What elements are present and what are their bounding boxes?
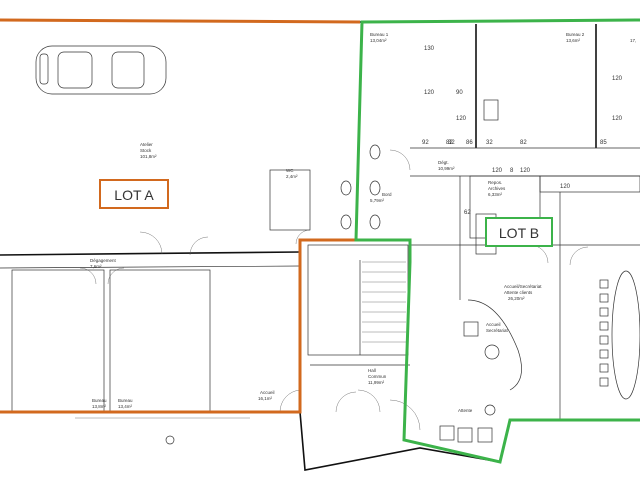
- dimension-label: 92: [422, 140, 429, 146]
- table-chair: [599, 363, 609, 373]
- table-chair: [599, 349, 609, 359]
- dimensions: 130 120 90 120 120 120 92 82 86 32 82 85…: [422, 46, 623, 216]
- stair-hall: [269, 169, 421, 431]
- room-area: 7,6m²: [90, 264, 102, 269]
- room-area: 13,6m²: [566, 38, 581, 43]
- dimension-label: 82: [446, 140, 453, 146]
- table-chair: [599, 293, 609, 303]
- room-area: 5,79m²: [370, 198, 385, 203]
- dimension-label: 85: [600, 140, 607, 146]
- room-label: Accueil/Secrétariat: [504, 284, 542, 289]
- room-area: 26,20m²: [508, 296, 525, 301]
- room-area: 10,99m²: [438, 166, 455, 171]
- room-label: Bord: [382, 192, 392, 197]
- room-label: Commun: [368, 374, 387, 379]
- room-area: 6,33m²: [488, 192, 503, 197]
- table-chair: [599, 307, 609, 317]
- table-chair: [599, 377, 609, 387]
- dimension-label: 120: [520, 168, 531, 174]
- room-area: 11,99m²: [368, 380, 385, 385]
- lot-b-boundary: [354, 18, 640, 464]
- dimension-label: 90: [456, 90, 463, 96]
- room-label: Atelier: [140, 142, 153, 147]
- room-area: 13,4m²: [118, 404, 133, 409]
- dimension-label: 8: [510, 168, 514, 174]
- dimension-label: 86: [466, 140, 473, 146]
- dimension-label: 120: [612, 116, 623, 122]
- room-area: 17,: [630, 38, 636, 43]
- dimension-label: 130: [424, 46, 435, 52]
- room-label: Hall: [368, 368, 376, 373]
- dimension-label: 32: [486, 140, 493, 146]
- room-label: WC: [286, 168, 294, 173]
- dimension-label: 120: [424, 90, 435, 96]
- wc-fixtures: [340, 99, 499, 255]
- lot-a-label: LOT A: [114, 187, 154, 203]
- dimension-label: 32: [448, 140, 455, 146]
- car-drawing: [35, 45, 167, 95]
- room-labels: Bureau 1 13,04m² Bureau 2 13,6m² 17, Dég…: [90, 32, 636, 413]
- room-label: Dégagement: [90, 258, 117, 263]
- table-chair: [599, 335, 609, 345]
- meeting-table: [599, 270, 640, 400]
- room-label: Bureau: [92, 398, 107, 403]
- dimension-label: 120: [492, 168, 503, 174]
- dimension-label: 120: [612, 76, 623, 82]
- desk-chairs: [439, 321, 500, 443]
- room-area: 2,4m²: [286, 174, 298, 179]
- room-label: Bureau: [118, 398, 133, 403]
- dimension-label: 120: [560, 184, 571, 190]
- room-label: Attente clients: [504, 290, 533, 295]
- dimension-label: 62: [464, 210, 471, 216]
- room-label: Attente: [458, 408, 473, 413]
- room-label: Accueil: [486, 322, 501, 327]
- room-label: Repos.: [488, 180, 502, 185]
- table-chair: [599, 279, 609, 289]
- room-label: Dégt.: [438, 160, 449, 165]
- room-area: 13,8m²: [92, 404, 107, 409]
- room-area: 13,04m²: [370, 38, 387, 43]
- lot-b-label: LOT B: [499, 225, 539, 241]
- dimension-label: 82: [520, 140, 527, 146]
- table-chair: [599, 321, 609, 331]
- room-label: Bureau 1: [370, 32, 389, 37]
- room-label: Archives: [488, 186, 506, 191]
- room-area: 101,8m²: [140, 154, 157, 159]
- dimension-label: 120: [456, 116, 467, 122]
- room-label: Secrétariat: [486, 328, 509, 333]
- room-label: Accueil: [260, 390, 275, 395]
- room-area: 16,1m²: [258, 396, 273, 401]
- room-label: Bureau 2: [566, 32, 585, 37]
- room-label: Stock: [140, 148, 152, 153]
